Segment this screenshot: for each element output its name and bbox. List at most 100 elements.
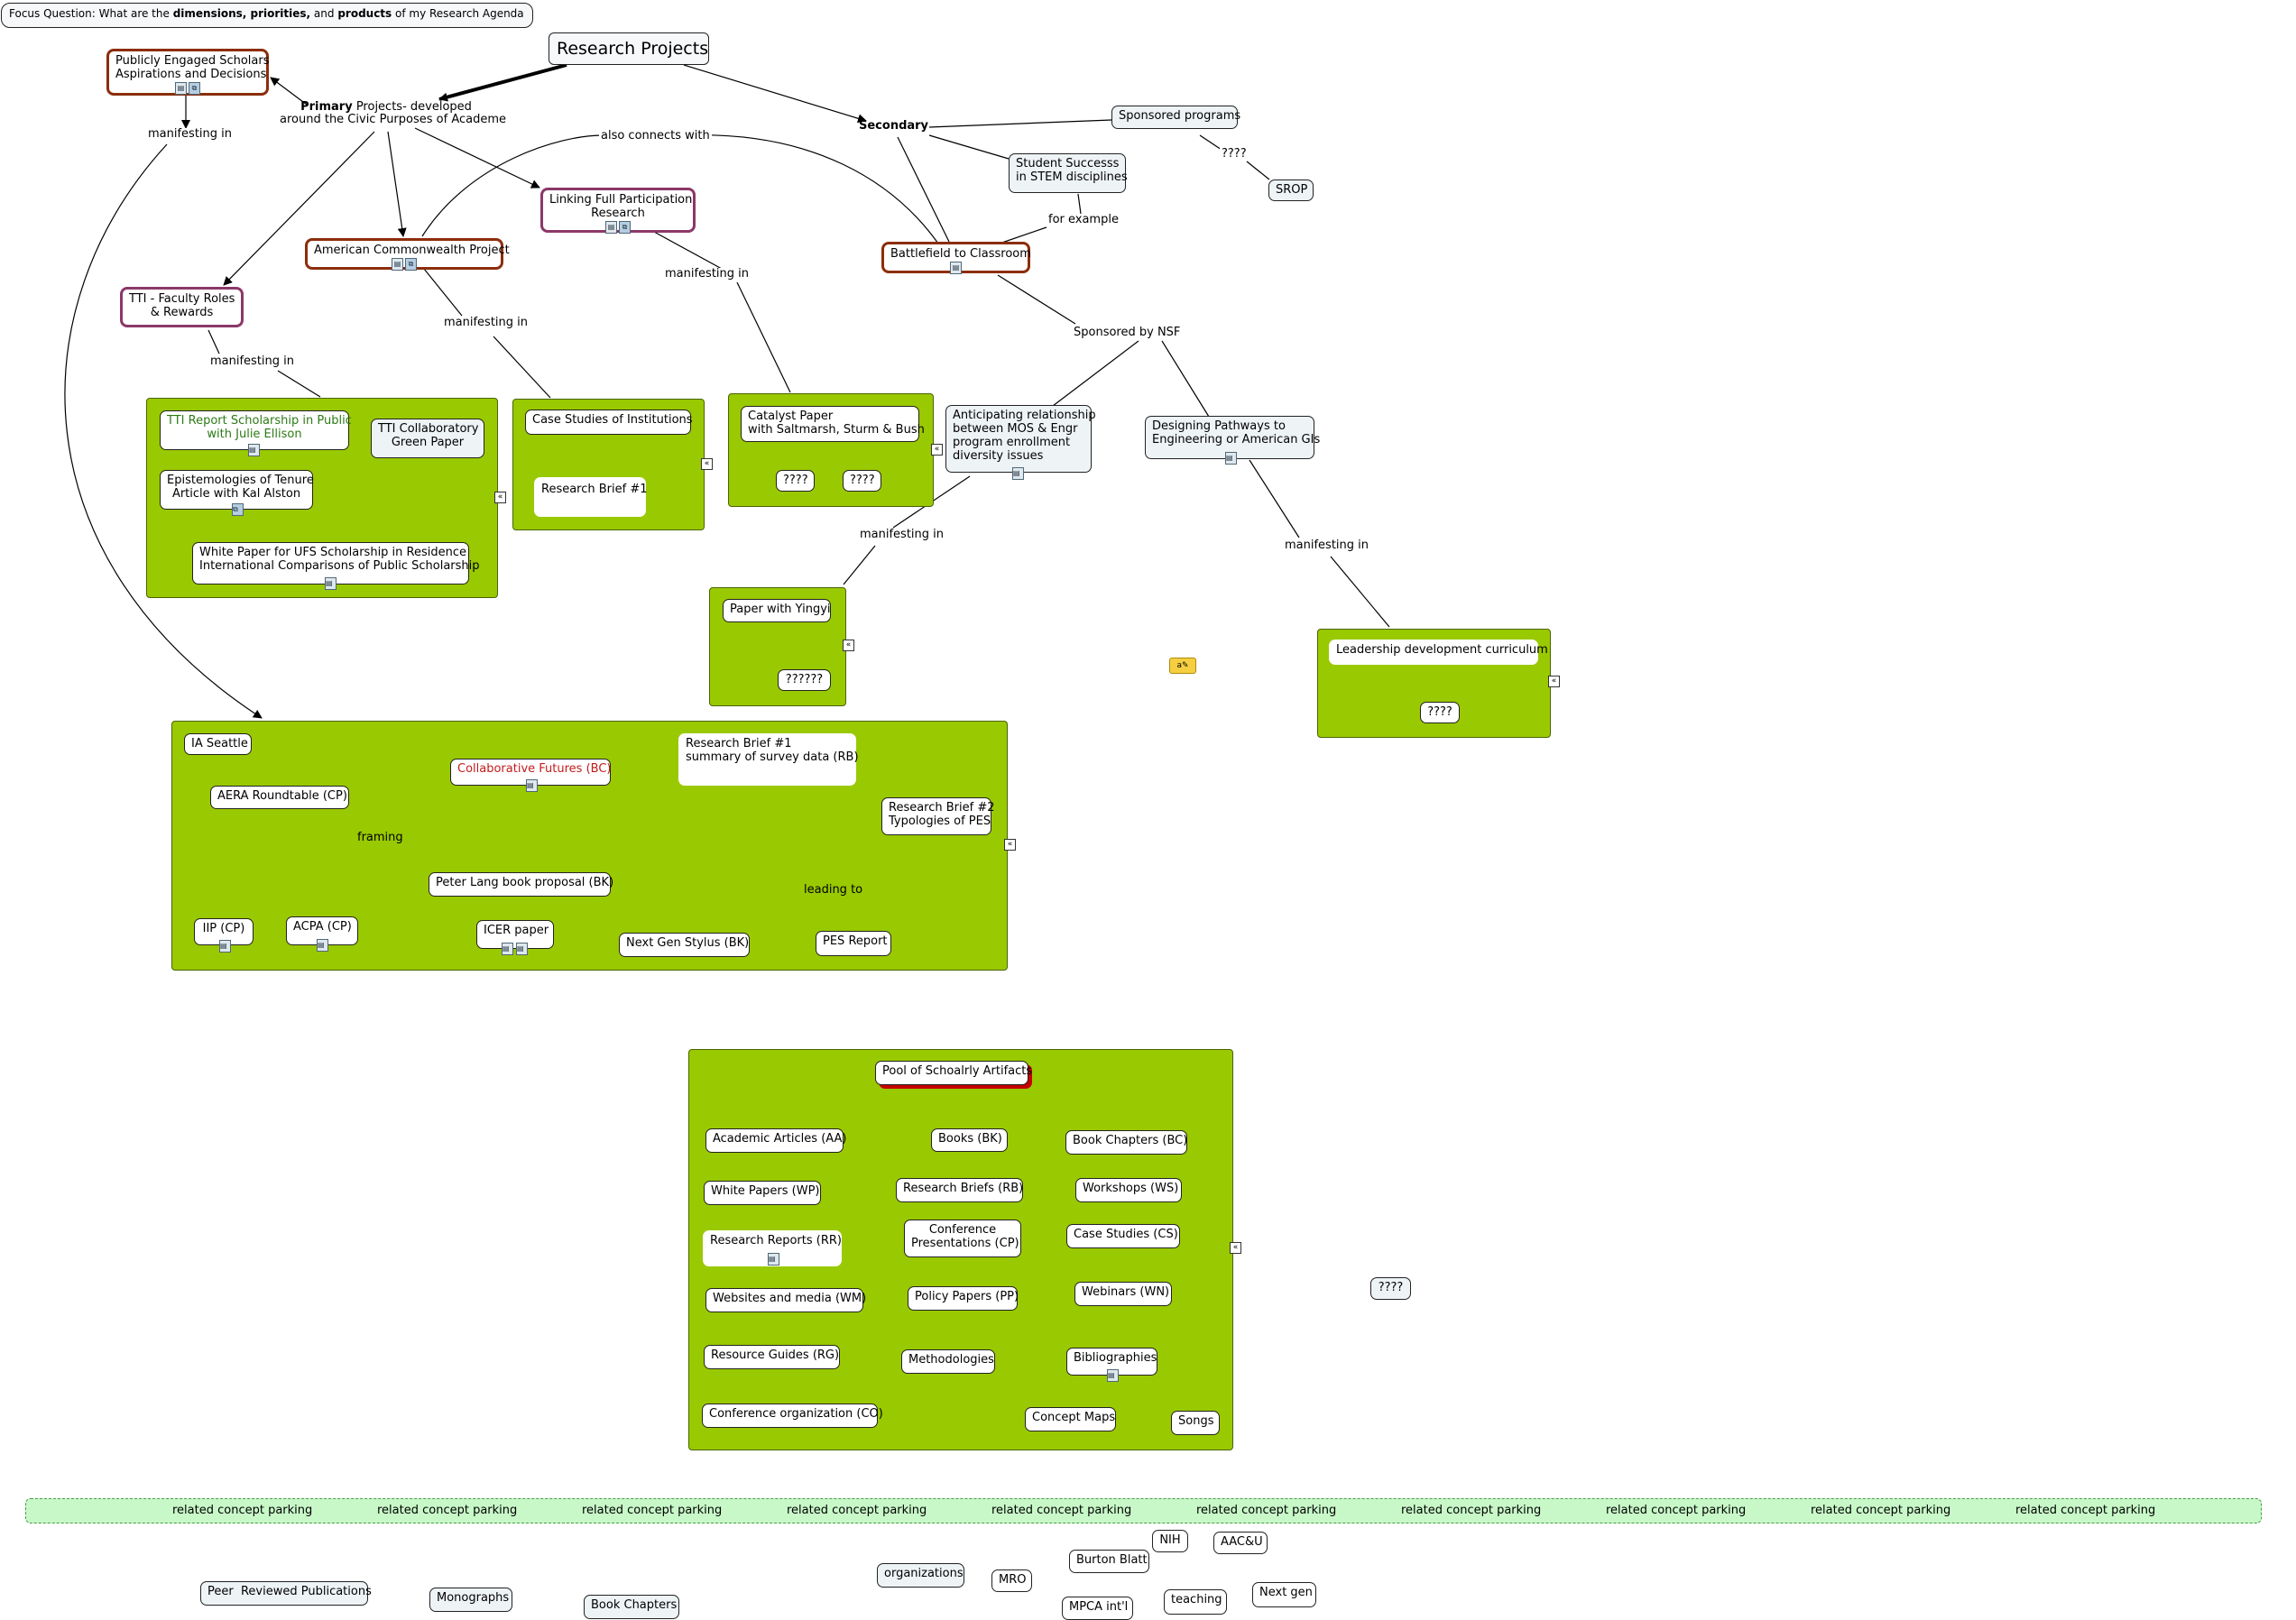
unknown-item-node[interactable]: ????: [1420, 702, 1460, 723]
methodologies-node[interactable]: Methodologies: [901, 1349, 995, 1374]
next-gen-node[interactable]: Next gen: [1252, 1582, 1316, 1607]
book-chapters-bc-node[interactable]: Book Chapters (BC): [1065, 1130, 1187, 1155]
tti-report-node[interactable]: TTI Report Scholarship in Public with Ju…: [160, 410, 352, 450]
document-icon[interactable]: ▤: [605, 221, 617, 234]
srop-node[interactable]: SROP: [1268, 179, 1314, 201]
student-success-node[interactable]: Student Successs in STEM disciplines: [1009, 153, 1128, 193]
mpca-node[interactable]: MPCA int'l: [1062, 1597, 1133, 1620]
document-icon[interactable]: ▤: [1012, 467, 1024, 480]
book-chapters-node[interactable]: Book Chapters: [584, 1595, 679, 1619]
icer-paper-node[interactable]: ICER paper: [476, 920, 554, 949]
bibliographies-node[interactable]: Bibliographies: [1066, 1348, 1157, 1376]
research-brief-2-node[interactable]: Research Brief #2 Typologies of PES: [881, 797, 995, 835]
collaborative-futures-node[interactable]: Collaborative Futures (BC): [450, 759, 612, 786]
concept-map-icon[interactable]: ⧉: [619, 221, 631, 234]
concept-map-icon[interactable]: ⧉: [189, 82, 200, 95]
mro-node[interactable]: MRO: [991, 1569, 1032, 1592]
pool-of-artifacts-node[interactable]: Pool of Schoalrly Artifacts: [875, 1061, 1032, 1085]
link-label-framing[interactable]: framing: [355, 831, 405, 844]
white-papers-node[interactable]: White Papers (WP): [704, 1181, 821, 1205]
research-brief-1-summary-node[interactable]: Research Brief #1 summary of survey data…: [678, 733, 859, 786]
related-concept-parking-bar[interactable]: related concept parking related concept …: [25, 1498, 2262, 1523]
workshops-node[interactable]: Workshops (WS): [1075, 1178, 1182, 1202]
conference-organization-node[interactable]: Conference organization (CO): [702, 1404, 883, 1428]
link-label-question[interactable]: ????: [1220, 147, 1249, 161]
conference-presentations-node[interactable]: Conference Presentations (CP): [904, 1220, 1021, 1257]
policy-papers-node[interactable]: Policy Papers (PP): [908, 1286, 1019, 1311]
link-label-manifesting-in[interactable]: manifesting in: [442, 316, 530, 329]
document-icon[interactable]: ▤: [317, 939, 328, 952]
link-label-manifesting-in[interactable]: manifesting in: [663, 267, 752, 281]
epistemologies-node[interactable]: Epistemologies of Tenure Article with Ka…: [160, 470, 314, 510]
document-icon[interactable]: ▤: [248, 444, 260, 456]
peer-reviewed-node[interactable]: Peer Reviewed Publications: [200, 1581, 372, 1606]
link-label-leading-to[interactable]: leading to: [802, 883, 865, 897]
document-icon[interactable]: ▤: [526, 779, 538, 792]
aera-roundtable-node[interactable]: AERA Roundtable (CP): [210, 786, 349, 809]
research-briefs-node[interactable]: Research Briefs (RB): [896, 1178, 1023, 1202]
teaching-node[interactable]: teaching: [1164, 1589, 1227, 1615]
tti-faculty-roles-node[interactable]: TTI - Faculty Roles & Rewards: [120, 287, 244, 327]
case-studies-node[interactable]: Case Studies of Institutions: [525, 410, 693, 435]
unknown-item-node[interactable]: ????: [1370, 1277, 1411, 1300]
collapse-icon[interactable]: «: [931, 444, 943, 456]
books-node[interactable]: Books (BK): [931, 1128, 1008, 1152]
document-icon[interactable]: ▤: [1107, 1369, 1119, 1382]
link-label-manifesting-in[interactable]: manifesting in: [858, 528, 946, 541]
anticipating-relationship-node[interactable]: Anticipating relationship between MOS & …: [945, 405, 1096, 473]
resource-badge-icon[interactable]: a✎: [1169, 658, 1196, 674]
peter-lang-proposal-node[interactable]: Peter Lang book proposal (BK): [429, 872, 613, 897]
collapse-icon[interactable]: «: [494, 492, 506, 503]
burton-blatt-node[interactable]: Burton Blatt: [1069, 1550, 1149, 1573]
collapse-icon[interactable]: «: [1004, 839, 1016, 851]
aacu-node[interactable]: AAC&U: [1213, 1532, 1268, 1554]
collapse-icon[interactable]: «: [843, 640, 854, 651]
websites-media-node[interactable]: Websites and media (WM): [705, 1288, 866, 1312]
link-label-manifesting-in[interactable]: manifesting in: [1283, 538, 1371, 552]
organizations-node[interactable]: organizations: [877, 1563, 964, 1588]
white-paper-ufs-node[interactable]: White Paper for UFS Scholarship in Resid…: [192, 542, 480, 584]
document-icon[interactable]: ▤: [950, 262, 962, 274]
linking-full-participation-node[interactable]: Linking Full Participation Research▤⧉: [540, 188, 696, 234]
case-studies-cs-node[interactable]: Case Studies (CS): [1066, 1224, 1180, 1248]
songs-node[interactable]: Songs: [1171, 1411, 1220, 1435]
primary-projects-label[interactable]: Primary Projects- developed around the C…: [280, 100, 507, 126]
document-icon[interactable]: ▤: [502, 943, 513, 955]
sponsored-programs-node[interactable]: Sponsored programs: [1111, 106, 1240, 129]
concept-maps-node[interactable]: Concept Maps: [1025, 1407, 1116, 1431]
concept-map-icon[interactable]: ⧉: [405, 258, 417, 271]
webinars-node[interactable]: Webinars (WN): [1074, 1282, 1172, 1306]
leadership-curriculum-node[interactable]: Leadership development curriculum: [1329, 640, 1548, 665]
link-label-sponsored-by-nsf[interactable]: Sponsored by NSF: [1072, 326, 1183, 339]
document-icon[interactable]: ▤: [1225, 452, 1237, 465]
secondary-label[interactable]: Secondary: [859, 119, 929, 133]
concept-map-icon[interactable]: ⧉: [232, 503, 244, 516]
ia-seattle-node[interactable]: IA Seattle: [184, 733, 252, 755]
catalyst-paper-node[interactable]: Catalyst Paper with Saltmarsh, Sturm & B…: [741, 406, 925, 442]
link-label-also-connects-with[interactable]: also connects with: [599, 129, 712, 143]
nih-node[interactable]: NIH: [1152, 1530, 1188, 1552]
academic-articles-node[interactable]: Academic Articles (AA): [705, 1128, 846, 1153]
document-icon[interactable]: ▤: [768, 1253, 779, 1266]
pes-report-node[interactable]: PES Report: [816, 931, 891, 956]
research-brief-1-node[interactable]: Research Brief #1: [534, 477, 648, 517]
collapse-icon[interactable]: «: [1230, 1242, 1241, 1254]
link-label-for-example[interactable]: for example: [1047, 213, 1120, 226]
unknown-item-node[interactable]: ??????: [778, 669, 831, 691]
link-label-manifesting-in[interactable]: manifesting in: [208, 354, 297, 368]
document-icon[interactable]: ▤: [175, 82, 187, 95]
monographs-node[interactable]: Monographs: [429, 1588, 512, 1612]
document-icon[interactable]: ▤: [392, 258, 403, 271]
american-commonwealth-node[interactable]: American Commonwealth Project▤⧉: [305, 238, 510, 271]
resource-guides-node[interactable]: Resource Guides (RG): [704, 1345, 840, 1369]
tti-collaboratory-node[interactable]: TTI Collaboratory Green Paper: [371, 419, 484, 458]
unknown-item-node[interactable]: ????: [776, 470, 815, 492]
document-icon[interactable]: ▤: [516, 943, 528, 955]
collapse-icon[interactable]: «: [701, 458, 713, 470]
research-projects-node[interactable]: Research Projects: [549, 32, 709, 65]
collapse-icon[interactable]: «: [1548, 676, 1560, 687]
document-icon[interactable]: ▤: [219, 940, 231, 953]
unknown-item-node[interactable]: ????: [843, 470, 881, 492]
link-label-manifesting-in[interactable]: manifesting in: [146, 127, 235, 141]
paper-with-yingyi-node[interactable]: Paper with Yingyi: [723, 599, 831, 622]
